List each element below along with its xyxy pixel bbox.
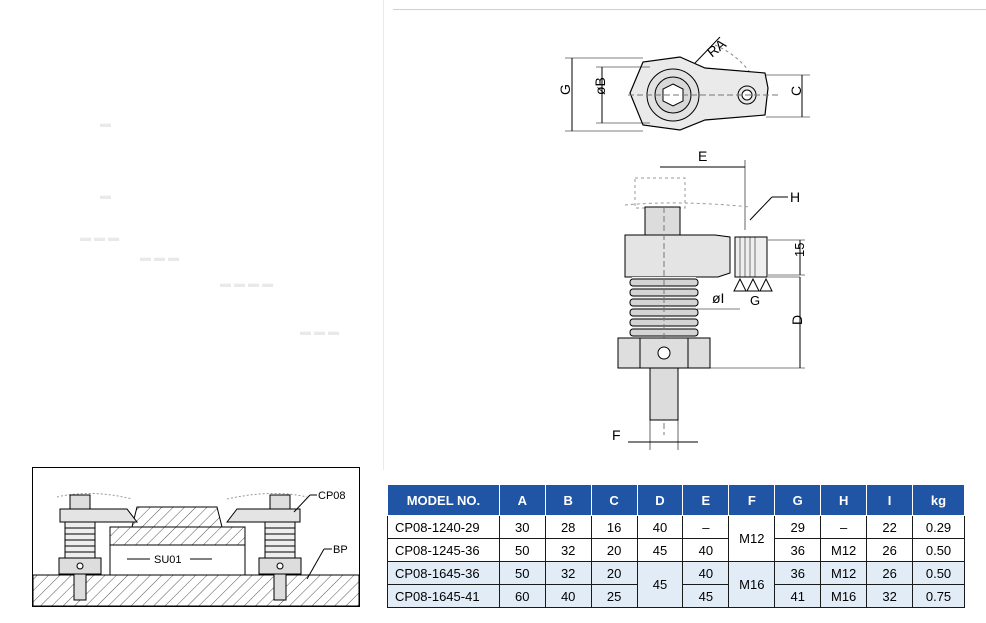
cell-d: 40 (636, 515, 684, 539)
cell-a: 30 (498, 515, 546, 539)
cell-b: 32 (544, 561, 592, 585)
right-clamp (225, 492, 308, 601)
col-header-i: I (866, 484, 914, 516)
faint-mark: ▬ ▬ ▬ ▬ (220, 278, 274, 290)
ghost-outline (634, 177, 686, 209)
cell-c: 20 (590, 561, 638, 585)
cell-d: 45 (636, 561, 684, 608)
cell-i: 22 (866, 515, 914, 539)
nut-pin-icon (657, 346, 671, 360)
cell-kg: 0.50 (912, 538, 965, 562)
dim-g-label: G (557, 84, 573, 95)
faint-mark: ▬ ▬ ▬ (140, 252, 180, 264)
cp08-label: CP08 (318, 490, 346, 502)
side-view-drawing: E H 15 G øI D F (612, 148, 807, 450)
cell-g: 36 (774, 538, 822, 562)
faint-mark: ▬ (100, 118, 111, 130)
cell-b: 32 (544, 538, 592, 562)
col-header-g: G (774, 484, 822, 516)
cell-i: 26 (866, 561, 914, 585)
cell-kg: 0.75 (912, 584, 965, 608)
cell-c: 16 (590, 515, 638, 539)
table-row: CP08-1645-41 60 40 25 45 41 M16 32 0.75 (387, 584, 965, 608)
cell-e: 40 (682, 538, 730, 562)
assembly-drawing: SU01 CP08 BP (32, 467, 360, 607)
cell-a: 50 (498, 538, 546, 562)
cell-h: – (820, 515, 868, 539)
column-divider (383, 0, 384, 470)
top-view-drawing: RA G øB C (557, 35, 810, 132)
dim-b-label: øB (592, 77, 608, 95)
cell-g: 36 (774, 561, 822, 585)
workpiece-upper (131, 506, 223, 528)
base-plate (32, 574, 360, 607)
table-row: CP08-1245-36 50 32 20 45 40 36 M12 26 0.… (387, 538, 965, 562)
workpiece-lower (109, 526, 246, 546)
dim-d-label: D (789, 315, 805, 325)
cell-i: 32 (866, 584, 914, 608)
cell-model: CP08-1245-36 (387, 538, 500, 562)
faint-mark: ▬ ▬ ▬ (300, 326, 340, 338)
su01-label: SU01 (154, 554, 182, 566)
col-header-a: A (498, 484, 546, 516)
col-header-kg: kg (912, 484, 965, 516)
cell-e: 40 (682, 561, 730, 585)
cell-model: CP08-1645-36 (387, 561, 500, 585)
cell-i: 26 (866, 538, 914, 562)
dim-i-label: øI (712, 290, 724, 306)
dim-h-label: H (790, 189, 800, 205)
g-symbol-icon (733, 277, 747, 292)
cell-model: CP08-1240-29 (387, 515, 500, 539)
cell-kg: 0.50 (912, 561, 965, 585)
spec-table: MODEL NO. A B C D E F G H I kg CP08-1240… (387, 484, 965, 608)
dim-f-label: F (612, 427, 621, 443)
ghost-outline (624, 202, 751, 208)
cell-g: 41 (774, 584, 822, 608)
threaded-stud (649, 367, 679, 421)
cell-f: M12 (728, 515, 776, 562)
table-row: CP08-1645-36 50 32 20 45 40 M16 36 M12 2… (387, 561, 965, 608)
cell-c: 20 (590, 538, 638, 562)
header-rule (393, 9, 986, 10)
cell-a: 50 (498, 561, 546, 585)
cell-h: M16 (820, 584, 868, 608)
cell-h: M12 (820, 538, 868, 562)
h-leader (749, 196, 773, 221)
col-header-b: B (544, 484, 592, 516)
col-header-f: F (728, 484, 776, 516)
dim-c-label: C (788, 86, 804, 96)
bolt-head-side (644, 206, 681, 236)
dim-e-label: E (698, 148, 707, 164)
cell-g: 29 (774, 515, 822, 539)
left-clamp (56, 492, 139, 601)
col-header-c: C (590, 484, 638, 516)
faint-mark: ▬ ▬ ▬ (80, 232, 120, 244)
cell-f: M16 (728, 561, 776, 608)
cell-e: – (682, 515, 730, 539)
cell-kg: 0.29 (912, 515, 965, 539)
support-block (109, 544, 246, 576)
col-header-e: E (682, 484, 730, 516)
col-header-h: H (820, 484, 868, 516)
cell-model: CP08-1645-41 (387, 584, 500, 608)
cell-d: 45 (636, 538, 684, 562)
pressure-screw (734, 236, 768, 278)
cell-h: M12 (820, 561, 868, 585)
cell-e: 45 (682, 584, 730, 608)
col-header-d: D (636, 484, 684, 516)
dim-15-label: 15 (792, 243, 807, 257)
clamp-arm-side (624, 234, 731, 278)
table-row: CP08-1240-29 30 28 16 40 – M12 29 – 22 0… (387, 515, 965, 562)
faint-mark: ▬ (100, 190, 111, 202)
bp-label: BP (333, 544, 348, 556)
ra-label: RA (704, 35, 730, 60)
ra-leader (694, 36, 721, 64)
cell-a: 60 (498, 584, 546, 608)
col-header-model: MODEL NO. (387, 484, 500, 516)
g-symbol-label: G (750, 293, 760, 308)
cell-b: 28 (544, 515, 592, 539)
cell-b: 40 (544, 584, 592, 608)
table-header-row: MODEL NO. A B C D E F G H I kg (387, 484, 965, 516)
cell-c: 25 (590, 584, 638, 608)
